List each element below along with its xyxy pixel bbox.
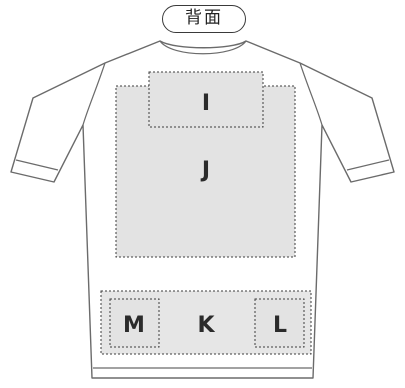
zone-l: [254, 298, 305, 348]
view-label-back: 背面: [162, 5, 246, 33]
zone-l-label: L: [273, 313, 287, 338]
right-sleeve-seam: [299, 62, 323, 126]
zone-i: [148, 71, 264, 128]
left-cuff-seam: [15, 159, 59, 171]
zone-j-label: J: [200, 158, 210, 183]
zone-k-label: K: [197, 313, 215, 338]
zone-m-label: M: [123, 313, 145, 338]
collar-seam: [159, 40, 247, 55]
zone-i-label: I: [202, 91, 210, 116]
zone-m: [109, 298, 160, 348]
right-cuff-seam: [346, 159, 390, 171]
left-sleeve-seam: [82, 62, 106, 126]
